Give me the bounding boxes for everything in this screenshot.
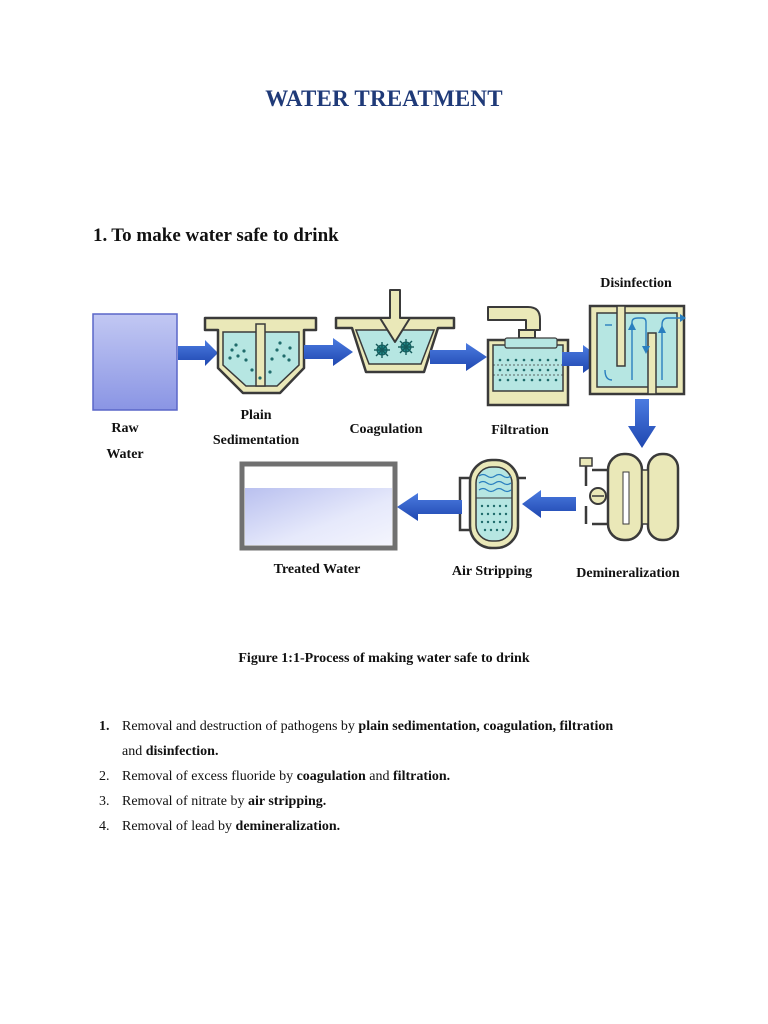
list-item-number: 2.: [99, 769, 110, 784]
page-title: WATER TREATMENT: [265, 86, 503, 111]
arrow-icon: [397, 493, 462, 521]
label-treated-water: Treated Water: [273, 562, 361, 577]
label-filtration: Filtration: [491, 423, 549, 438]
arrow-icon: [628, 399, 656, 448]
removal-list: 1. Removal and destruction of pathogens …: [93, 714, 693, 839]
label-coagulation: Coagulation: [349, 422, 423, 437]
list-item-text: and disinfection.: [122, 744, 219, 759]
list-item-text: Removal of excess fluoride by coagulatio…: [122, 769, 451, 784]
list-item-text: Removal of nitrate by air stripping.: [122, 794, 327, 809]
section-heading-text: To make water safe to drink: [111, 225, 339, 246]
disinfection-tank-icon: [588, 304, 686, 396]
arrow-icon: [178, 340, 218, 366]
list-item: 3. Removal of nitrate by air stripping.: [93, 789, 693, 814]
list-item-number: 3.: [99, 794, 110, 809]
label-disinfection: Disinfection: [600, 276, 672, 291]
demineralization-unit-icon: [579, 452, 680, 542]
arrow-icon: [430, 343, 487, 371]
arrow-icon: [304, 338, 353, 366]
coagulation-basin-icon: [334, 289, 456, 374]
label-raw: Raw: [111, 421, 139, 436]
label-water: Water: [106, 447, 144, 462]
label-demineralization: Demineralization: [576, 566, 680, 581]
label-sedimentation: Sedimentation: [212, 433, 300, 448]
list-item-number: 1.: [99, 719, 110, 734]
list-item: 4. Removal of lead by demineralization.: [93, 814, 693, 839]
list-item: 1. Removal and destruction of pathogens …: [93, 714, 693, 739]
list-item: 2. Removal of excess fluoride by coagula…: [93, 764, 693, 789]
label-air-stripping: Air Stripping: [451, 564, 533, 579]
section-number: 1.: [93, 225, 108, 246]
arrow-icon: [522, 490, 576, 518]
sedimentation-tank-icon: [203, 316, 318, 395]
air-stripping-tower-icon: [458, 458, 526, 550]
section-heading: 1.To make water safe to drink: [93, 225, 339, 247]
list-item-text: Removal of lead by demineralization.: [122, 819, 341, 834]
figure-caption: Figure 1:1-Process of making water safe …: [238, 651, 530, 666]
list-item-number: 4.: [99, 819, 110, 834]
list-item-text: Removal and destruction of pathogens by …: [122, 719, 614, 734]
list-item-continuation: and disinfection.: [93, 739, 693, 764]
raw-water-tank: [92, 313, 178, 411]
label-plain: Plain: [240, 408, 272, 423]
filtration-unit-icon: [486, 306, 570, 407]
treated-water-tank: [239, 461, 398, 551]
